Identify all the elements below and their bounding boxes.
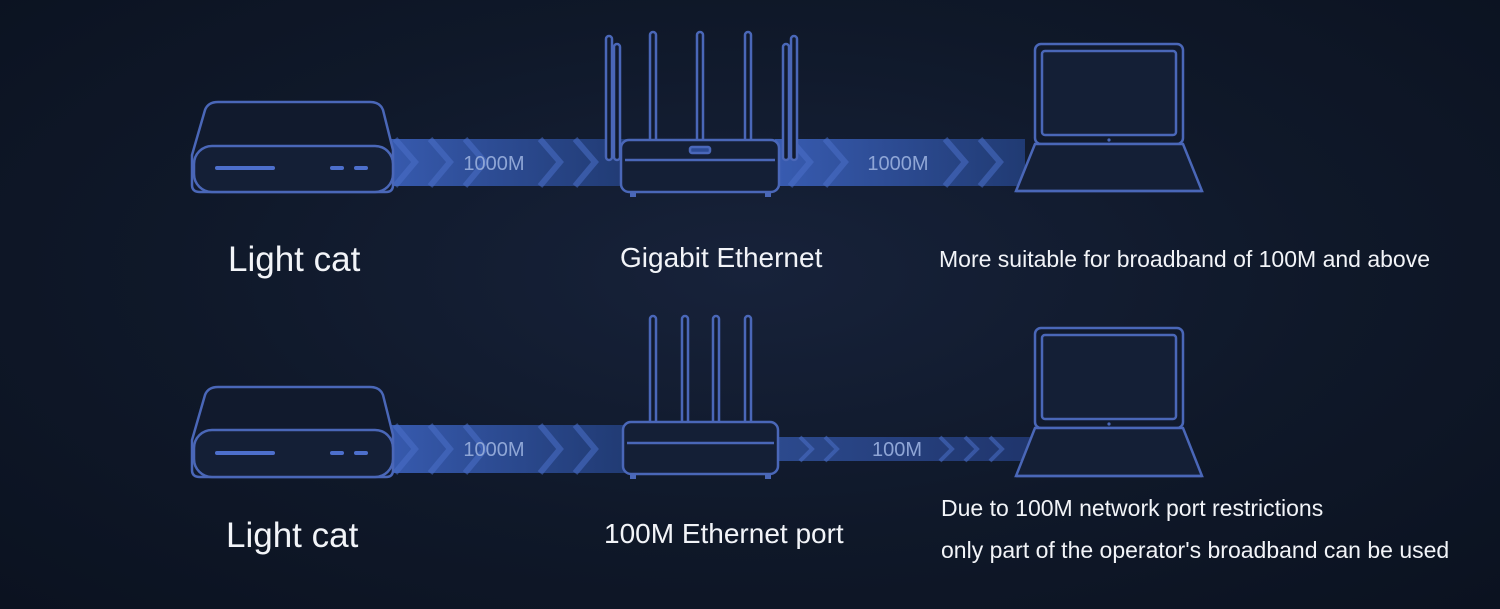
light-cat-icon <box>190 385 395 479</box>
link-band-in-1 <box>380 137 630 188</box>
router-label: 100M Ethernet port <box>604 518 844 549</box>
router-label: Gigabit Ethernet <box>620 242 823 273</box>
link-speed-in: 1000M <box>463 153 524 175</box>
note-line: only part of the operator's broadband ca… <box>941 537 1450 563</box>
link-speed-out: 1000M <box>867 153 928 175</box>
device-label: Light cat <box>226 516 359 555</box>
link-band-out-1 <box>775 137 1025 188</box>
note-line: Due to 100M network port restrictions <box>941 495 1324 521</box>
laptop-icon <box>1014 42 1204 193</box>
laptop-icon <box>1014 326 1204 478</box>
link-speed-in: 1000M <box>463 439 524 461</box>
light-cat-icon <box>190 100 395 194</box>
router-icon <box>621 314 780 479</box>
note-line: More suitable for broadband of 100M and … <box>939 246 1430 272</box>
link-band-in-2 <box>380 423 630 475</box>
link-speed-out: 100M <box>872 439 922 461</box>
link-band-out-2 <box>775 435 1030 463</box>
row-1: 1000M 1000M <box>190 30 1204 197</box>
row-2: 1000M 100M <box>190 314 1204 479</box>
device-label: Light cat <box>228 240 361 279</box>
router-icon <box>604 30 799 197</box>
